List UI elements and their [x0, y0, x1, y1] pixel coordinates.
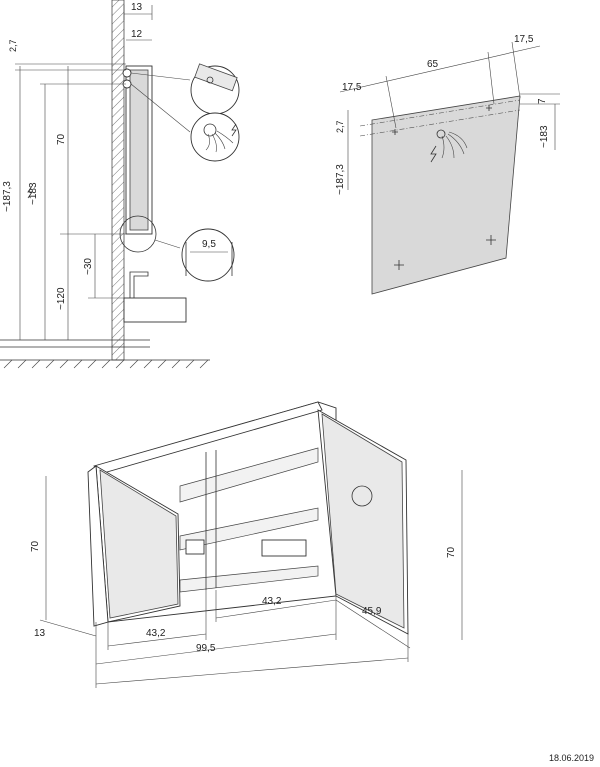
- dim-left-offset: 17,5: [342, 82, 362, 93]
- lightning-icon: [27, 185, 33, 199]
- shelf-middle: [179, 507, 319, 551]
- dim-rear-top-offset: 2,7: [335, 120, 345, 133]
- basin: [123, 297, 187, 323]
- dim-height-right: 70: [446, 546, 457, 558]
- dim-depth-inner: 12: [131, 29, 143, 40]
- dim-top-width: 65: [427, 59, 439, 70]
- dim-door-right: 43,2: [262, 596, 282, 607]
- dim-depth-total: 13: [131, 2, 143, 13]
- shelf-top: [179, 447, 319, 503]
- cable-icon: [205, 130, 234, 153]
- dim-floor-basin: ~120: [56, 287, 67, 310]
- dim-cabinet-height: 70: [56, 133, 67, 145]
- dim-ref-height: ~187,3: [335, 164, 346, 195]
- dim-door-swing: 45,9: [362, 606, 382, 617]
- screw-icon: [394, 260, 404, 270]
- cabinet-mirror-side: [129, 69, 149, 231]
- dim-elec-height: ~183: [539, 125, 550, 148]
- tap: [129, 271, 149, 298]
- dim-height-left: 70: [30, 540, 41, 552]
- dim-door-left: 43,2: [146, 628, 166, 639]
- cable-icon: [441, 131, 468, 159]
- dim-detail-gap: 9,5: [202, 239, 216, 250]
- socket-icon: [185, 539, 205, 555]
- wall: [111, 0, 125, 361]
- rear-mirror-panel: [371, 95, 521, 295]
- dim-total-width: 99,5: [196, 643, 216, 654]
- dim-depth-persp: 13: [34, 628, 46, 639]
- dim-right-offset: 17,5: [514, 34, 534, 45]
- lightning-icon: [430, 145, 437, 163]
- dim-height-ref: ~187,3: [2, 181, 13, 212]
- floor-hatch: [3, 359, 209, 369]
- dim-top-offset: 2,7: [8, 39, 18, 52]
- drawing-date: 18.06.2019: [548, 753, 594, 763]
- side-view: 13 12 2,7 ~187,3 ~183 70 ~30 ~120: [0, 0, 240, 369]
- electrical-box: [261, 539, 307, 557]
- detail-gap: [181, 228, 235, 282]
- dim-gap-basin: ~30: [83, 258, 94, 275]
- detail-cable: [190, 112, 240, 162]
- dim-right-down: 7: [537, 98, 548, 104]
- dim-height-elec: ~183: [28, 182, 39, 205]
- perspective-view: 70 13 43,2 99,5 43,2 45,9 70: [30, 401, 463, 688]
- rear-view: 65 17,5 17,5 7 ~183 2,7 ~187,3: [335, 34, 560, 295]
- switch-icon: [351, 485, 373, 507]
